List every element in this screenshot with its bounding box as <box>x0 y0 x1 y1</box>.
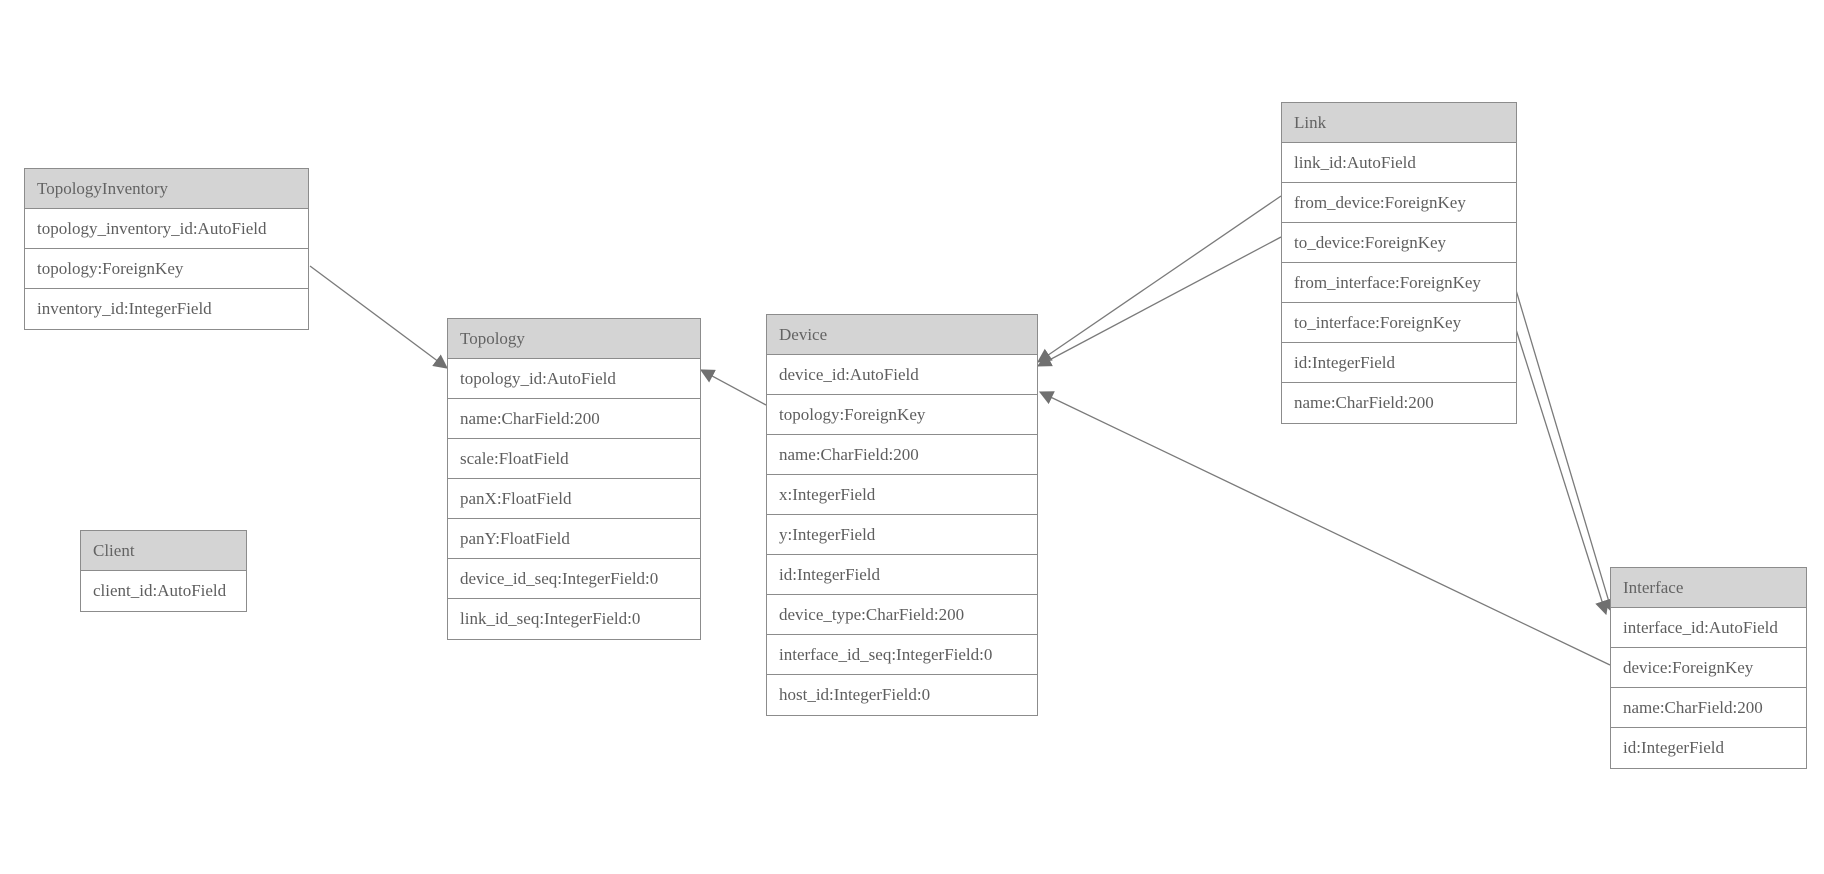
entity-field: topology:ForeignKey <box>25 249 308 289</box>
entity-field: topology:ForeignKey <box>767 395 1037 435</box>
entity-field: interface_id_seq:IntegerField:0 <box>767 635 1037 675</box>
entity-field: id:IntegerField <box>1611 728 1806 768</box>
entity-field: id:IntegerField <box>767 555 1037 595</box>
entity-field: client_id:AutoField <box>81 571 246 611</box>
edge-link-to-interface <box>1512 319 1609 616</box>
entity-field: name:CharField:200 <box>1282 383 1516 423</box>
edge-topologyinventory-topology <box>309 265 448 369</box>
entity-field: y:IntegerField <box>767 515 1037 555</box>
entity-field: scale:FloatField <box>448 439 700 479</box>
edge-link-from-device <box>1037 195 1282 363</box>
entity-field: to_device:ForeignKey <box>1282 223 1516 263</box>
entity-field: device_id:AutoField <box>767 355 1037 395</box>
edge-link-to-device <box>1036 236 1282 367</box>
entity-field: device:ForeignKey <box>1611 648 1806 688</box>
entity-field: name:CharField:200 <box>448 399 700 439</box>
entity-field: from_interface:ForeignKey <box>1282 263 1516 303</box>
entity-interface[interactable]: Interface interface_id:AutoField device:… <box>1610 567 1807 769</box>
entity-field: from_device:ForeignKey <box>1282 183 1516 223</box>
entity-field: x:IntegerField <box>767 475 1037 515</box>
entity-field: id:IntegerField <box>1282 343 1516 383</box>
entity-title: TopologyInventory <box>25 169 308 209</box>
edge-device-topology <box>699 369 767 406</box>
entity-field: panY:FloatField <box>448 519 700 559</box>
entity-field: panX:FloatField <box>448 479 700 519</box>
entity-title: Client <box>81 531 246 571</box>
entity-topology[interactable]: Topology topology_id:AutoField name:Char… <box>447 318 701 640</box>
entity-field: topology_id:AutoField <box>448 359 700 399</box>
entity-field: topology_inventory_id:AutoField <box>25 209 308 249</box>
entity-title: Interface <box>1611 568 1806 608</box>
entity-field: host_id:IntegerField:0 <box>767 675 1037 715</box>
entity-field: to_interface:ForeignKey <box>1282 303 1516 343</box>
edge-interface-device <box>1038 391 1611 666</box>
entity-field: name:CharField:200 <box>1611 688 1806 728</box>
entity-link[interactable]: Link link_id:AutoField from_device:Forei… <box>1281 102 1517 424</box>
entity-field: device_id_seq:IntegerField:0 <box>448 559 700 599</box>
entity-field: link_id:AutoField <box>1282 143 1516 183</box>
entity-field: link_id_seq:IntegerField:0 <box>448 599 700 639</box>
entity-device[interactable]: Device device_id:AutoField topology:Fore… <box>766 314 1038 716</box>
entity-title: Device <box>767 315 1037 355</box>
entity-client[interactable]: Client client_id:AutoField <box>80 530 247 612</box>
entity-title: Link <box>1282 103 1516 143</box>
entity-field: interface_id:AutoField <box>1611 608 1806 648</box>
edge-link-from-interface <box>1512 279 1616 614</box>
entity-topologyinventory[interactable]: TopologyInventory topology_inventory_id:… <box>24 168 309 330</box>
entity-field: device_type:CharField:200 <box>767 595 1037 635</box>
entity-field: name:CharField:200 <box>767 435 1037 475</box>
entity-title: Topology <box>448 319 700 359</box>
entity-field: inventory_id:IntegerField <box>25 289 308 329</box>
